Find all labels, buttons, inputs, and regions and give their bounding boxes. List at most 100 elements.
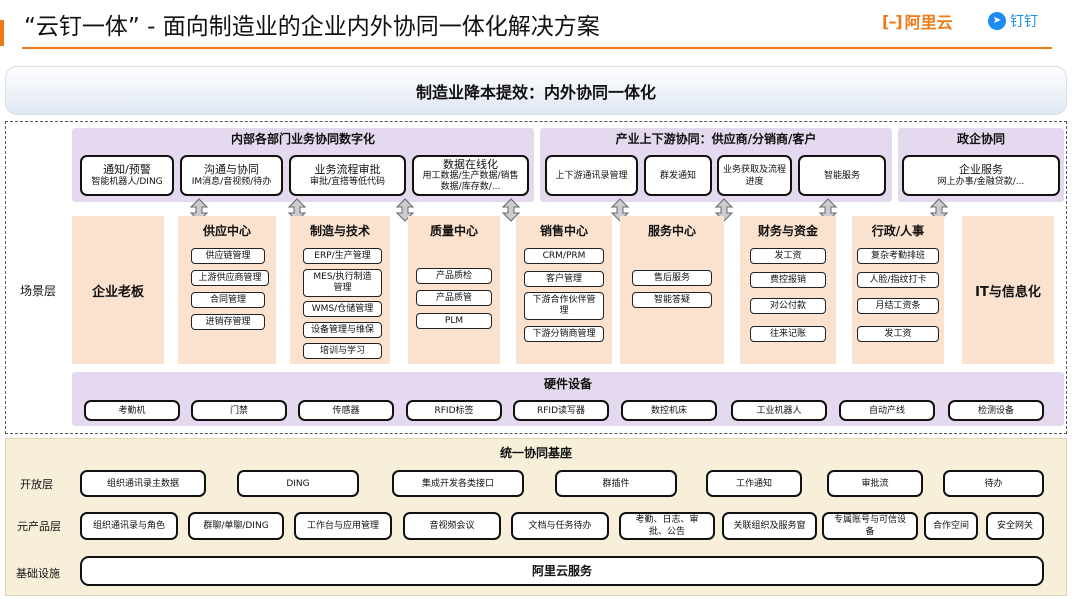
approval-box: 业务流程审批 审批/宜搭等低代码 bbox=[289, 155, 406, 196]
hardware-item: 门禁 bbox=[191, 400, 287, 421]
supply-item: 上游供应商管理 bbox=[191, 270, 269, 286]
title-accent-bar bbox=[0, 20, 4, 46]
service-item: 智能答疑 bbox=[632, 292, 712, 308]
open-item: 集成开发各类接口 bbox=[392, 470, 524, 497]
industry-collab-title: 产业上下游协同：供应商/分销商/客户 bbox=[615, 132, 817, 146]
dingtalk-logo-text: 钉钉 bbox=[1010, 14, 1038, 30]
finance-item: 对公付款 bbox=[750, 298, 826, 314]
hardware-title: 硬件设备 bbox=[543, 377, 592, 391]
aliyun-service-box: 阿里云服务 bbox=[80, 556, 1044, 586]
gov-collab-title: 政企协同 bbox=[956, 132, 1005, 146]
smart-service-box: 智能服务 bbox=[798, 155, 886, 196]
business-progress-box: 业务获取及流程进度 bbox=[717, 155, 792, 196]
hardware-item: 考勤机 bbox=[84, 400, 180, 421]
meta-item: 专属账号与可信设备 bbox=[822, 512, 918, 540]
title-underline bbox=[22, 47, 1052, 49]
dept-admin: 行政/人事 复杂考勤排班 人脸/指纹打卡 月结工资条 发工资 bbox=[852, 216, 944, 364]
meta-item: 组织通讯录与角色 bbox=[80, 512, 178, 540]
admin-item: 人脸/指纹打卡 bbox=[857, 272, 939, 288]
manufacture-item: 设备管理与维保 bbox=[303, 322, 382, 338]
meta-item: 音视频会议 bbox=[403, 512, 501, 540]
infra-layer-label: 基础设施 bbox=[16, 567, 60, 580]
meta-item: 考勤、日志、审批、公告 bbox=[619, 512, 715, 540]
meta-item: 文档与任务待办 bbox=[511, 512, 609, 540]
hardware-item: RFID标签 bbox=[406, 400, 502, 421]
enterprise-service-box: 企业服务 网上办事/金融贷款/... bbox=[902, 155, 1060, 196]
notify-box-sub: 智能机器人/DING bbox=[91, 177, 163, 187]
aliyun-logo-text: 阿里云 bbox=[904, 13, 953, 32]
communicate-box-title: 沟通与协同 bbox=[204, 163, 259, 176]
meta-item: 安全网关 bbox=[986, 512, 1044, 540]
data-online-box-title: 数据在线化 bbox=[443, 158, 498, 171]
aliyun-logo: [–] 阿里云 bbox=[882, 10, 953, 33]
dept-boss: 企业老板 bbox=[72, 216, 164, 364]
scene-layer-frame bbox=[5, 121, 1067, 434]
dept-manufacture-title: 制造与技术 bbox=[309, 224, 370, 238]
sales-item: 下游分销商管理 bbox=[524, 326, 604, 342]
dept-admin-title: 行政/人事 bbox=[871, 224, 925, 238]
dept-service: 服务中心 售后服务 智能答疑 bbox=[620, 216, 724, 364]
admin-item: 发工资 bbox=[857, 326, 939, 342]
aliyun-logo-icon: [–] bbox=[882, 11, 903, 31]
group-notify-box: 群发通知 bbox=[644, 155, 712, 196]
service-item: 售后服务 bbox=[632, 270, 712, 286]
dept-it-label: IT与信息化 bbox=[975, 284, 1041, 300]
hardware-item: RFID读写器 bbox=[513, 400, 609, 421]
open-item: 组织通讯录主数据 bbox=[80, 470, 206, 497]
hardware-item: 传感器 bbox=[298, 400, 394, 421]
manufacture-item: ERP/生产管理 bbox=[303, 248, 382, 264]
sales-item: 客户管理 bbox=[524, 271, 604, 287]
communicate-box: 沟通与协同 IM消息/音视频/待办 bbox=[180, 155, 283, 196]
manufacture-item: MES/执行制造管理 bbox=[303, 269, 382, 297]
banner-text: 制造业降本提效：内外协同一体化 bbox=[415, 82, 656, 102]
scene-layer-label: 场景层 bbox=[20, 284, 57, 298]
dept-quality: 质量中心 产品质检 产品质管 PLM bbox=[408, 216, 500, 364]
enterprise-service-sub: 网上办事/金融贷款/... bbox=[937, 177, 1025, 187]
notify-box-title: 通知/预警 bbox=[103, 163, 151, 176]
dept-sales: 销售中心 CRM/PRM 客户管理 下游合作伙伴管理 下游分销商管理 bbox=[516, 216, 612, 364]
finance-item: 发工资 bbox=[750, 248, 826, 264]
meta-item: 合作空间 bbox=[924, 512, 978, 540]
dingtalk-logo: ➤ 钉钉 bbox=[988, 10, 1038, 32]
dept-supply: 供应中心 供应链管理 上游供应商管理 合同管理 进销存管理 bbox=[178, 216, 276, 364]
hardware-item: 数控机床 bbox=[621, 400, 717, 421]
dept-finance: 财务与资金 发工资 费控报销 对公付款 往来记账 bbox=[740, 216, 836, 364]
sales-item: 下游合作伙伴管理 bbox=[524, 292, 604, 320]
page-title: “云钉一体” - 面向制造业的企业内外协同一体化解决方案 bbox=[24, 14, 600, 40]
supply-item: 进销存管理 bbox=[191, 314, 265, 330]
notify-box: 通知/预警 智能机器人/DING bbox=[80, 155, 174, 196]
dept-supply-title: 供应中心 bbox=[202, 224, 251, 238]
open-item: 群插件 bbox=[555, 470, 677, 497]
meta-layer-label: 元产品层 bbox=[17, 520, 61, 533]
dept-sales-title: 销售中心 bbox=[539, 224, 588, 238]
manufacture-item: 培训与学习 bbox=[303, 343, 382, 359]
banner: 制造业降本提效：内外协同一体化 bbox=[5, 66, 1067, 115]
meta-item: 工作台与应用管理 bbox=[294, 512, 392, 540]
dept-service-title: 服务中心 bbox=[647, 224, 696, 238]
hardware-item: 自动产线 bbox=[839, 400, 935, 421]
meta-item: 关联组织及服务窗 bbox=[722, 512, 817, 540]
supply-item: 合同管理 bbox=[191, 292, 265, 308]
finance-item: 往来记账 bbox=[750, 326, 826, 342]
dept-it: IT与信息化 bbox=[962, 216, 1054, 364]
dept-quality-title: 质量中心 bbox=[429, 224, 478, 238]
enterprise-service-title: 企业服务 bbox=[959, 163, 1003, 176]
quality-item: PLM bbox=[416, 313, 492, 329]
open-layer-label: 开放层 bbox=[20, 478, 53, 491]
manufacture-item: WMS/仓储管理 bbox=[303, 301, 382, 317]
sales-item: CRM/PRM bbox=[524, 248, 604, 264]
communicate-box-sub: IM消息/音视频/待办 bbox=[191, 177, 272, 187]
admin-item: 复杂考勤排班 bbox=[857, 248, 939, 264]
dingtalk-logo-icon: ➤ bbox=[988, 12, 1006, 30]
open-item: 审批流 bbox=[827, 470, 923, 497]
open-item: 工作通知 bbox=[706, 470, 802, 497]
chain-contacts-box: 上下游通讯录管理 bbox=[545, 155, 638, 196]
quality-item: 产品质检 bbox=[416, 268, 492, 284]
supply-item: 供应链管理 bbox=[191, 248, 265, 264]
meta-item: 群聊/单聊/DING bbox=[188, 512, 284, 540]
admin-item: 月结工资条 bbox=[857, 298, 939, 314]
dept-boss-label: 企业老板 bbox=[91, 284, 144, 300]
hardware-item: 工业机器人 bbox=[731, 400, 827, 421]
open-item: 待办 bbox=[943, 470, 1044, 497]
finance-item: 费控报销 bbox=[750, 272, 826, 288]
